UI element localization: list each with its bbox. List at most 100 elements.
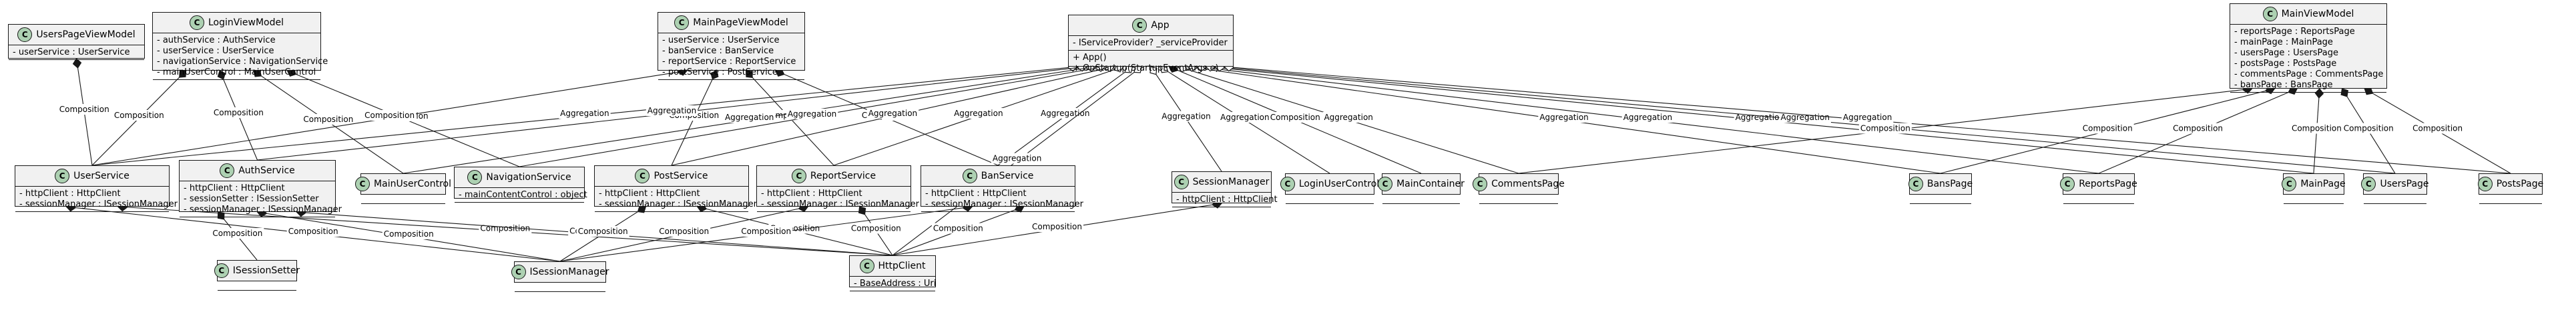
relation-label: Aggregation [1324,113,1372,122]
relation-line [864,214,893,256]
relation-label: Aggregation [1780,113,1829,122]
relation-label-bg [2411,123,2465,134]
class-name: NavigationService [486,172,571,183]
class-name: LoginViewModel [208,17,284,28]
relation-label-bg [211,228,264,239]
relation-label-bg [1538,112,1590,123]
relation-label-bg [1268,112,1322,123]
relation-label-bg [2342,123,2395,134]
class-icon: C [1473,177,1488,191]
class-name: ISessionSetter [232,265,300,276]
class-fields: - BaseAddress : Uri [850,277,936,291]
relation-label: Aggregation [954,109,1003,118]
class-fields [1382,195,1460,204]
class-fields: - userService : UserService- banService … [658,33,804,80]
class-icon: C [1132,18,1147,33]
class-field: - userService : UserService [13,47,130,57]
class-icon: C [1908,177,1923,191]
relation-label: Aggregation [725,113,774,122]
relation-label: Composition [2173,124,2223,133]
relation-label: Aggregation [1162,112,1210,121]
class-fields: - userService : UserService [9,45,144,60]
class-methods [1479,204,1558,213]
composition-diamond [72,58,82,69]
relation-label-bg [2081,123,2134,134]
class-name: BanService [981,171,1034,181]
class-field: - sessionManager : ISessionManager [184,205,342,215]
relation-line [77,67,93,166]
relation-label: Composition [659,227,709,236]
class-fields: - reportsPage : ReportsPage- mainPage : … [2230,25,2386,93]
relation-label: Composition [214,108,264,117]
class-methods [757,212,911,221]
relation-label: Aggregation [648,106,696,115]
relation-label: Aggregation [1539,113,1588,122]
relation-line [892,72,1135,256]
class-icon: C [2361,177,2376,191]
class-name: ReportService [810,171,876,181]
class-field: - sessionManager : ISessionManager [19,199,178,209]
class-fields [361,195,445,204]
class-methods [180,217,335,226]
class-methods [1382,204,1460,213]
relation-label-bg [723,112,776,123]
class-field: - banService : BanService [662,46,774,56]
class-field: - httpClient : HttpClient [925,189,1027,199]
class-icon: C [189,15,204,30]
class-name: ISessionManager [529,267,609,277]
class-field: - userService : UserService [157,46,274,56]
relation-label-bg [740,226,793,237]
aggregation-diamond [1149,66,1157,75]
class-header: C App [1069,15,1233,36]
class-methods [361,204,445,213]
class-field: - sessionManager : ISessionManager [599,199,757,209]
class-fields: - httpClient : HttpClient- sessionManage… [757,187,919,212]
relation-label-bg [2171,123,2225,134]
relation-label-bg [1779,112,1831,123]
class-field: - sessionManager : ISessionManager [925,199,1083,209]
class-icon: C [2477,177,2493,191]
relation-line [1155,74,1222,172]
class-methods [515,292,605,301]
class-name: LoginUserControl [1298,179,1380,189]
relation-label-bg [866,108,919,119]
class-icon: C [511,265,526,279]
class-fields [515,283,605,292]
class-header: C LoginViewModel [153,13,320,33]
class-methods [1286,204,1374,213]
class-name: PostService [654,171,708,181]
relation-label-bg [1841,112,1894,123]
class-methods [921,212,1075,221]
class-field: - httpClient : HttpClient [761,189,862,199]
relation-label: Composition [59,105,109,114]
relation-label: Composition [933,224,983,233]
composition-diamond [217,70,226,80]
class-icon: C [214,263,229,278]
class-icon: C [17,27,33,42]
class-icon: C [2262,7,2278,21]
relation-line [2346,96,2396,174]
relation-label: Composition [1032,222,1082,231]
class-name: App [1151,20,1170,31]
relation-label-bg [212,107,265,118]
class-methods [2284,204,2344,213]
